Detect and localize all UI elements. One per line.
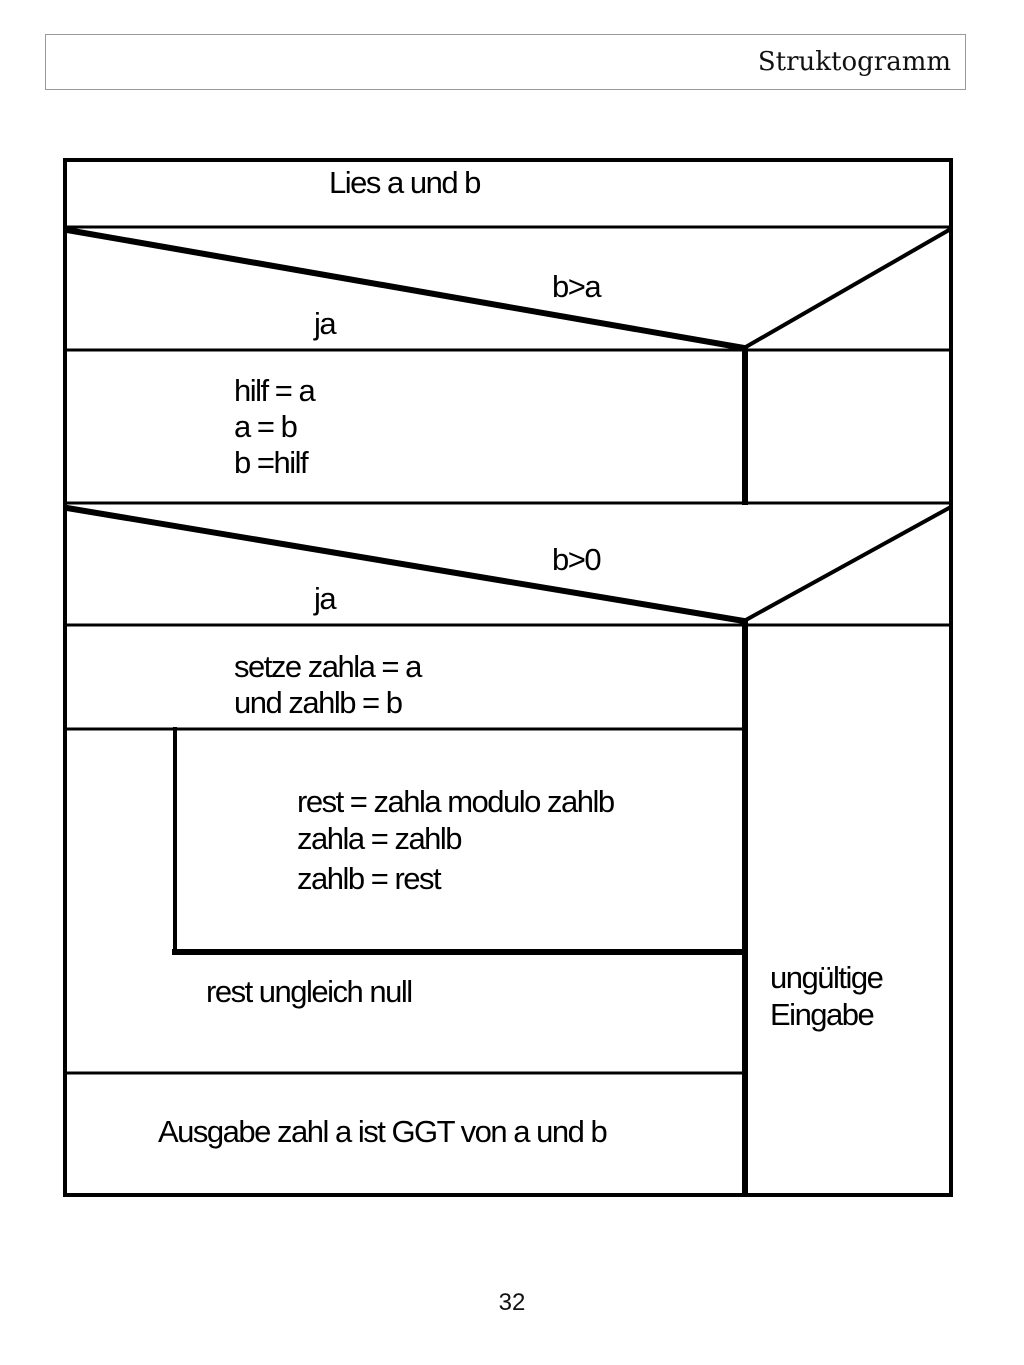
- decision1-condition: b>a: [552, 269, 602, 304]
- invalid-input-line-2: Eingabe: [770, 997, 874, 1032]
- header-box: Struktogramm: [45, 34, 966, 90]
- output-label: Ausgabe zahl a ist GGT von a und b: [158, 1114, 606, 1149]
- loop-condition: rest ungleich null: [206, 974, 412, 1009]
- outer-frame: [63, 158, 953, 1197]
- structogram-lines: [63, 158, 953, 1197]
- structogram-texts: Lies a und b b>a ja hilf = a a = b b =hi…: [158, 165, 884, 1149]
- init-line-2: und zahlb = b: [234, 685, 402, 720]
- swap-line-2: a = b: [234, 409, 297, 444]
- loop-body-line-2: zahla = zahlb: [297, 821, 461, 856]
- read-input-label: Lies a und b: [329, 165, 480, 200]
- swap-line-3: b =hilf: [234, 445, 309, 480]
- init-line-1: setze zahla = a: [234, 649, 423, 684]
- page-title: Struktogramm: [757, 47, 951, 77]
- page-number: 32: [498, 1289, 526, 1316]
- decision2-yes-label: ja: [313, 581, 337, 616]
- decision1-left-diagonal: [63, 226, 748, 352]
- decision2-left-diagonal: [63, 504, 748, 625]
- invalid-input-line-1: ungültige: [770, 960, 883, 995]
- loop-body-line-1: rest = zahla modulo zahlb: [297, 784, 614, 819]
- decision1-yes-label: ja: [313, 306, 337, 341]
- decision2-right-diagonal: [741, 505, 952, 624]
- loop-body-line-3: zahlb = rest: [297, 861, 442, 896]
- decision2-condition: b>0: [552, 542, 601, 577]
- decision1-right-diagonal: [741, 227, 952, 351]
- swap-line-1: hilf = a: [234, 373, 316, 408]
